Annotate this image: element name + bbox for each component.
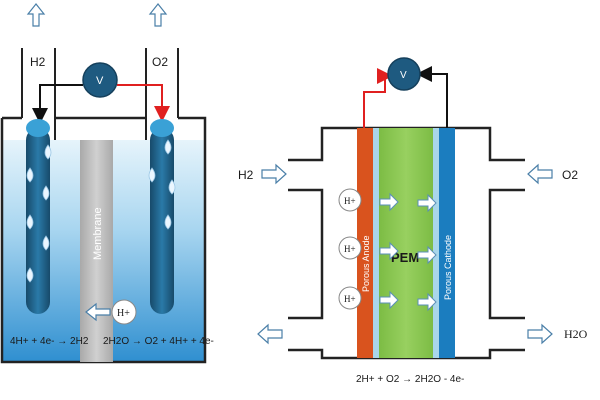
proton-icon: H+ xyxy=(338,188,362,212)
o2-outlet-arrow-icon xyxy=(148,3,168,27)
proton-icon: H+ xyxy=(111,299,137,325)
h2-outlet-arrow-icon xyxy=(257,323,283,345)
anode-gap xyxy=(373,128,379,358)
h2-label: H2 xyxy=(30,55,46,69)
svg-text:H+: H+ xyxy=(344,196,356,206)
anode-electrode xyxy=(150,119,174,314)
porous-cathode xyxy=(439,128,455,358)
wire-left xyxy=(39,84,83,120)
overall-reaction: 2H+ + O2 → 2H2O - 4e- xyxy=(356,374,464,385)
h2o-outlet-label: H2O xyxy=(564,327,588,341)
membrane-label: Membrane xyxy=(92,207,104,260)
anode-label: Porous Anode xyxy=(361,235,371,292)
o2-tube xyxy=(145,48,179,118)
o2-inlet-label: O2 xyxy=(562,168,578,182)
cathode-reaction: 4H+ + 4e- → 2H2 xyxy=(10,336,89,347)
h2-inlet-arrow-icon xyxy=(261,163,287,185)
svg-text:H+: H+ xyxy=(344,244,356,254)
svg-text:V: V xyxy=(400,70,407,81)
voltmeter-icon: V xyxy=(82,62,118,98)
o2-inlet-arrow-icon xyxy=(527,163,553,185)
h2-tube xyxy=(21,48,56,118)
h2-outlet-arrow-icon xyxy=(26,3,46,27)
tank-outline xyxy=(0,116,207,364)
wire-anode xyxy=(363,68,393,128)
h2-inlet-label: H2 xyxy=(238,168,254,182)
o2-label: O2 xyxy=(152,55,168,69)
svg-text:H+: H+ xyxy=(117,308,130,319)
fuel-cell: Porous Anode Porous Cathode PEM V H+ H+ … xyxy=(238,57,588,385)
voltmeter-icon: V xyxy=(387,57,421,91)
pem xyxy=(379,128,433,358)
proton-transfer-arrow-icon xyxy=(85,302,111,322)
proton-icon: H+ xyxy=(338,286,362,310)
o2-bubbles xyxy=(148,139,176,230)
proton-icon: H+ xyxy=(338,236,362,260)
wire-right xyxy=(117,84,170,122)
anode-reaction: 2H2O → O2 + 4H+ + 4e- xyxy=(103,336,214,347)
cathode-gap xyxy=(433,128,439,358)
pem-label: PEM xyxy=(391,250,419,265)
cathode-label: Porous Cathode xyxy=(443,235,453,300)
h2o-outlet-arrow-icon xyxy=(527,323,553,345)
membrane xyxy=(80,140,113,362)
wire-cathode xyxy=(416,66,448,128)
svg-text:H+: H+ xyxy=(344,294,356,304)
h2-bubbles xyxy=(26,144,52,283)
svg-text:V: V xyxy=(96,75,104,87)
electrolyzer: H2 O2 Membrane V xyxy=(0,3,214,364)
proton-flow-arrows-icon xyxy=(379,192,437,312)
